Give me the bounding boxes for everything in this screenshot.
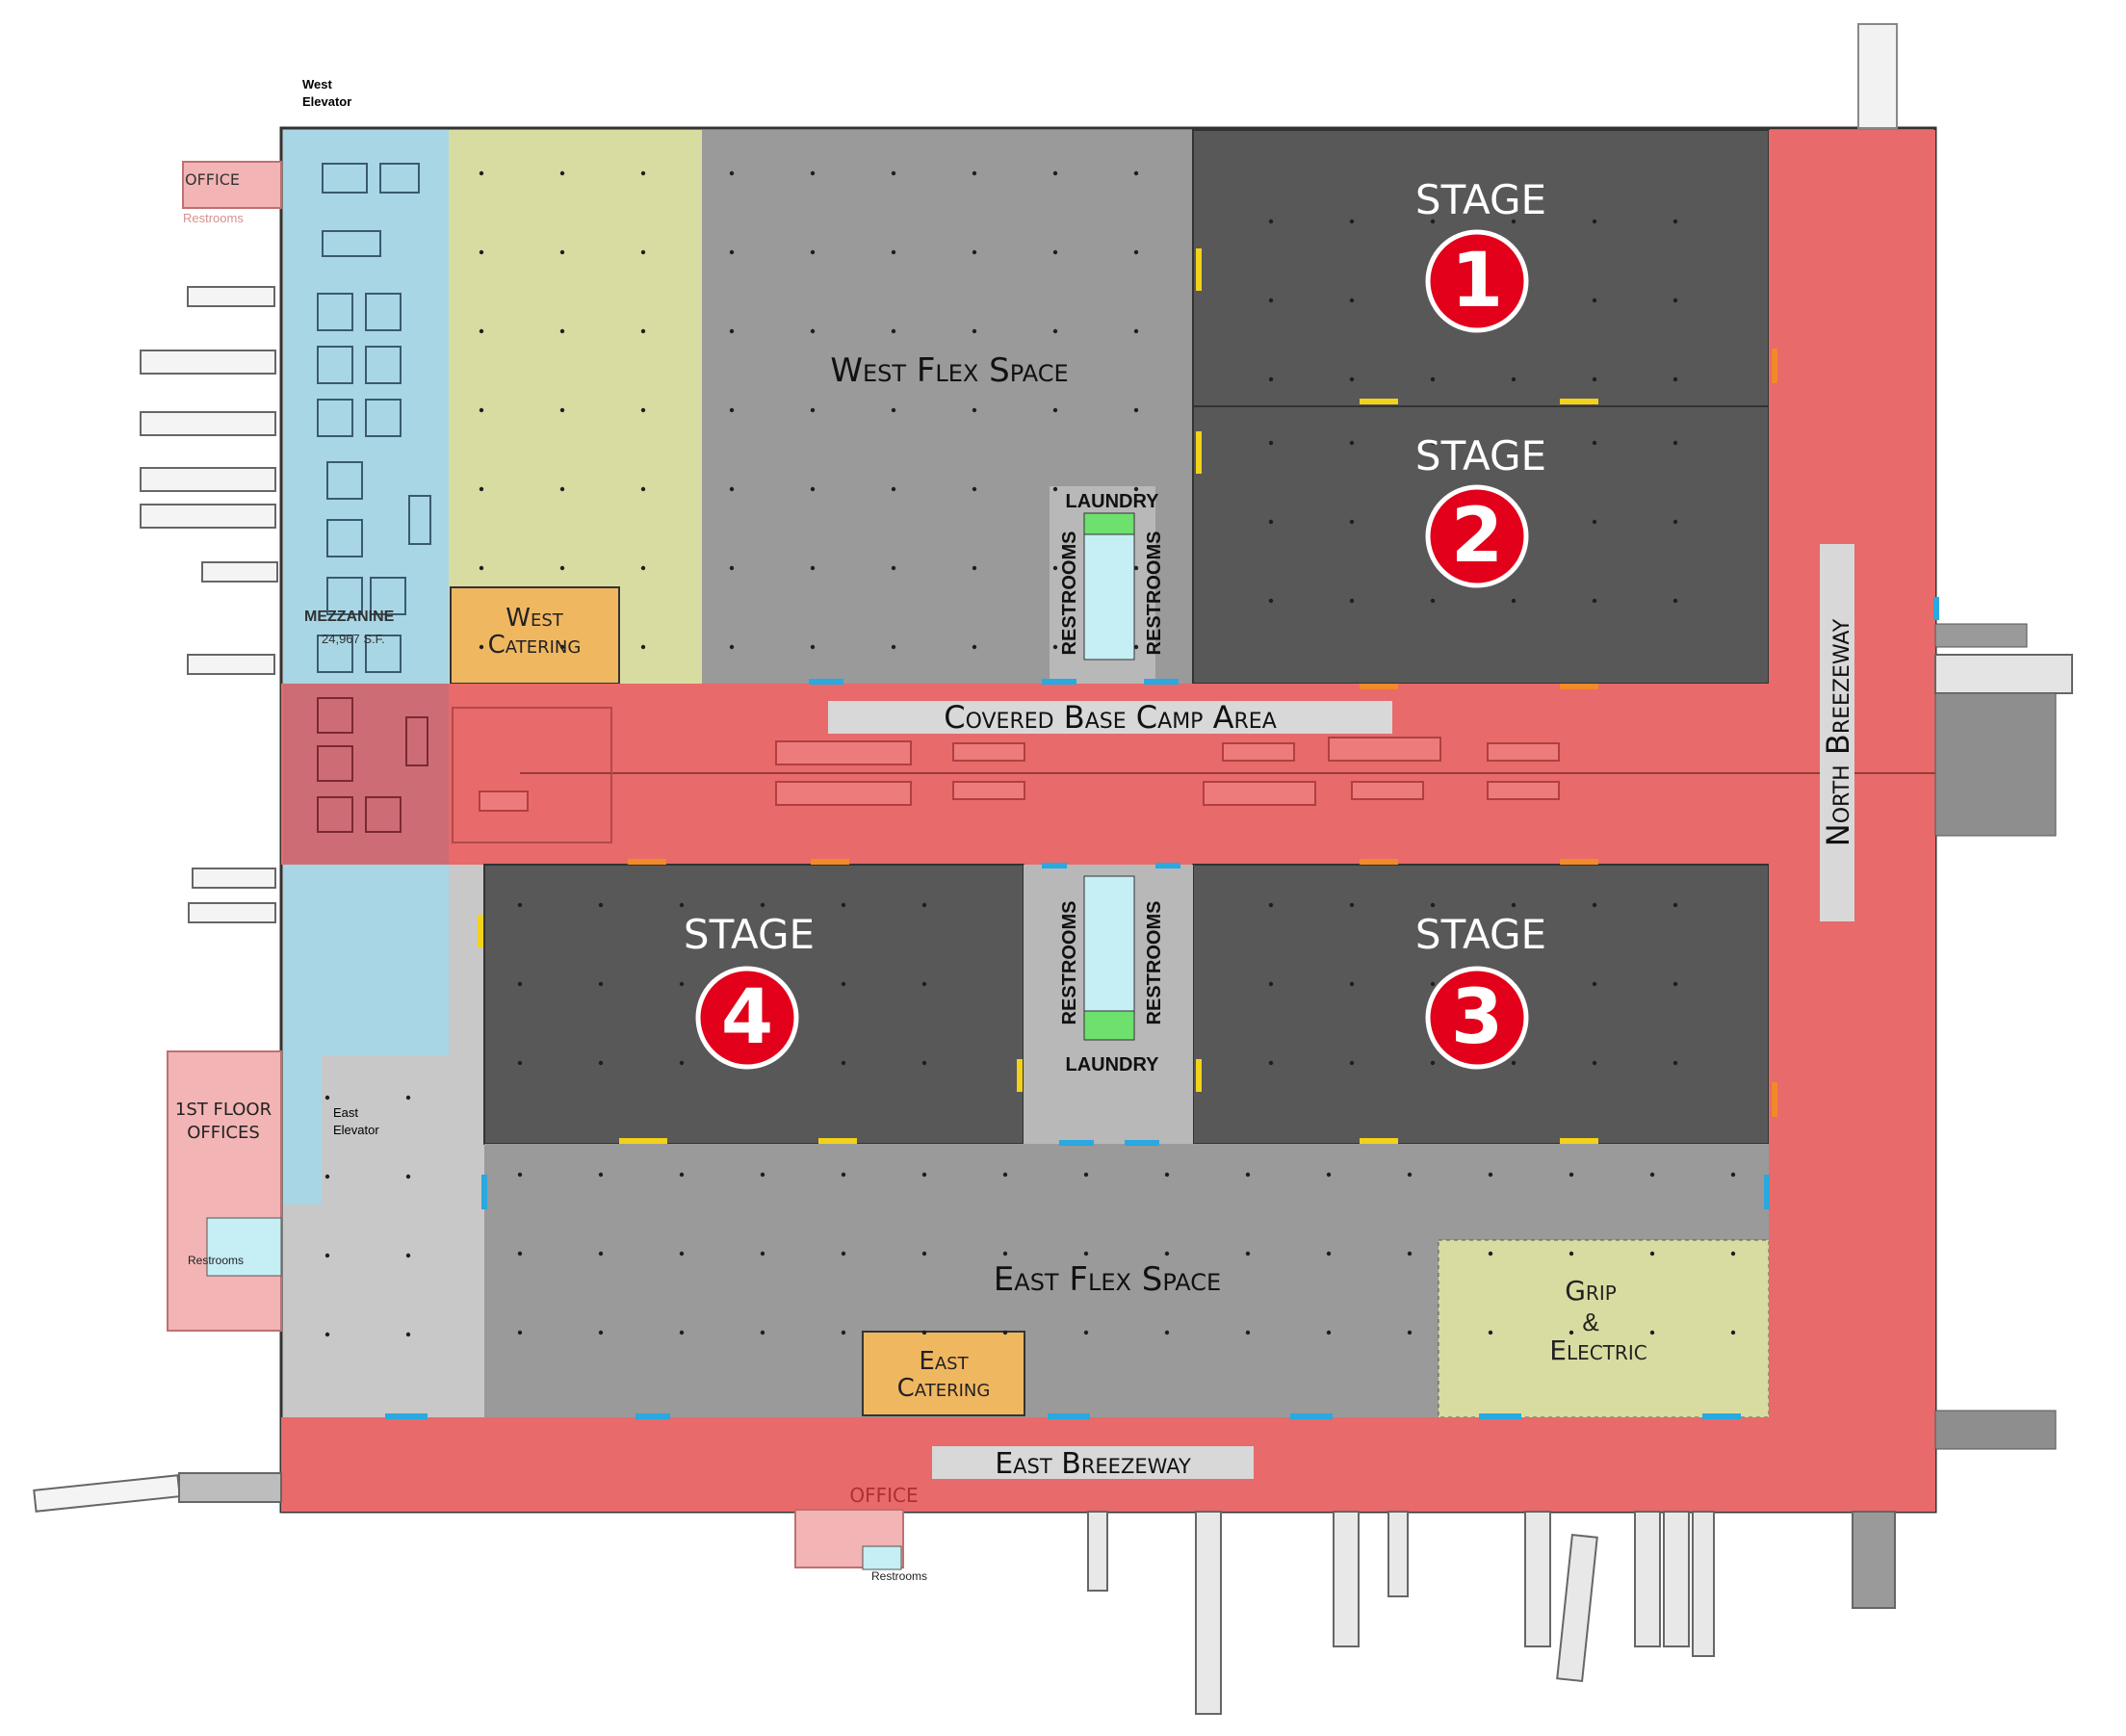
east-breezeway-label-bg: [932, 1446, 1254, 1479]
roof-shaft: [1857, 23, 1898, 129]
east-catering-label-1: East: [919, 1347, 969, 1376]
laundry-north-label: LAUNDRY: [1065, 491, 1159, 512]
covered-base-camp-label: Covered Base Camp Area: [944, 699, 1277, 736]
stage-1-label: STAGE: [1415, 176, 1546, 223]
office-northwest-label: OFFICE: [185, 170, 240, 189]
stage-3-label: STAGE: [1415, 911, 1546, 958]
stage-1-badge: [1425, 229, 1529, 333]
stage-1-marker[interactable]: STAGE 1: [1415, 176, 1546, 333]
stage-4-number: 4: [721, 974, 773, 1061]
west-elevator-label-2: Elevator: [302, 94, 351, 109]
east-flex-space-label: East Flex Space: [994, 1260, 1221, 1299]
restrooms-south-left-label: RESTROOMS: [1059, 901, 1080, 1025]
east-elevator-label-2: Elevator: [333, 1123, 379, 1137]
mezzanine-sf-label: 24,967 S.F.: [322, 632, 385, 646]
stage-2-number: 2: [1451, 493, 1503, 580]
restrooms-south-right-label: RESTROOMS: [1144, 901, 1165, 1025]
mezzanine-strip-south: [283, 865, 449, 1055]
west-parked-trailers: [140, 286, 278, 923]
stage-3-marker[interactable]: STAGE 3: [1415, 911, 1546, 1070]
west-flex-space-label: West Flex Space: [830, 351, 1068, 390]
stage-door-markers: [478, 248, 1598, 1144]
base-camp-trailers: [479, 737, 1560, 812]
grip-electric-label-1: Grip: [1565, 1275, 1617, 1307]
restroom-rooms-south: [1083, 875, 1135, 1012]
southwest-truck: [33, 1472, 282, 1513]
restrooms-west-label: Restrooms: [188, 1254, 244, 1267]
west-catering-label-2: Catering: [488, 631, 582, 660]
stage-4-label: STAGE: [684, 911, 815, 958]
restrooms-north-right-label: RESTROOMS: [1144, 531, 1165, 656]
mezzanine-under-base-camp: [283, 684, 449, 865]
first-floor-offices-label-2: OFFICES: [187, 1123, 260, 1143]
east-loading-dock: [1934, 623, 2073, 1450]
restrooms-south-room: [862, 1545, 902, 1570]
restrooms-north-left-label: RESTROOMS: [1059, 531, 1080, 656]
base-camp-door-markers: [628, 349, 1777, 1117]
grip-electric-zone[interactable]: [1438, 1239, 1770, 1418]
restroom-rooms-north: [1083, 533, 1135, 661]
stage-4-marker[interactable]: STAGE 4: [684, 911, 815, 1070]
column-grid-dots: [324, 170, 1736, 1337]
grip-electric-label-2: &: [1582, 1308, 1598, 1336]
mezzanine-strip-stairs: [283, 1055, 322, 1205]
restrooms-west-room: [206, 1217, 282, 1277]
mezzanine-label: MEZZANINE: [304, 609, 395, 625]
east-catering-label-2: Catering: [897, 1374, 991, 1403]
grip-electric-label-3: Electric: [1549, 1334, 1646, 1366]
east-elevator-label-1: East: [333, 1105, 358, 1120]
east-catering-room[interactable]: [862, 1331, 1025, 1416]
restrooms-northwest-label: Restrooms: [183, 211, 244, 225]
stage-4-badge: [695, 966, 799, 1070]
west-elevator-label-1: West: [302, 77, 332, 91]
mezzanine-desk-clusters: [317, 163, 431, 673]
stage-2-badge: [1425, 484, 1529, 588]
laundry-south-label: LAUNDRY: [1065, 1054, 1159, 1075]
stage-1-number: 1: [1451, 238, 1503, 324]
first-floor-offices-label-1: 1ST FLOOR: [175, 1100, 272, 1120]
laundry-room-north: [1083, 512, 1135, 535]
office-south-label: OFFICE: [849, 1484, 918, 1507]
base-camp-parking-bay: [452, 707, 612, 843]
laundry-room-south: [1083, 1010, 1135, 1041]
base-camp-desk-clusters: [317, 697, 428, 833]
stage-2-marker[interactable]: STAGE 2: [1415, 432, 1546, 588]
south-parked-trailers: [1087, 1511, 1896, 1715]
first-floor-offices-room[interactable]: [167, 1050, 282, 1332]
office-northwest[interactable]: [182, 161, 282, 209]
stage-3-number: 3: [1451, 974, 1503, 1061]
east-breezeway-label: East Breezeway: [995, 1447, 1191, 1481]
north-breezeway-label: North Breezeway: [1820, 618, 1856, 846]
north-breezeway-label-bg: [1820, 544, 1854, 921]
stage-2-label: STAGE: [1415, 432, 1546, 479]
west-catering-label-1: West: [506, 604, 564, 633]
dock-door-markers: [385, 597, 1939, 1419]
stage-3-badge: [1425, 966, 1529, 1070]
restrooms-south-label: Restrooms: [871, 1569, 927, 1583]
covered-base-camp-label-bg: [828, 701, 1392, 734]
